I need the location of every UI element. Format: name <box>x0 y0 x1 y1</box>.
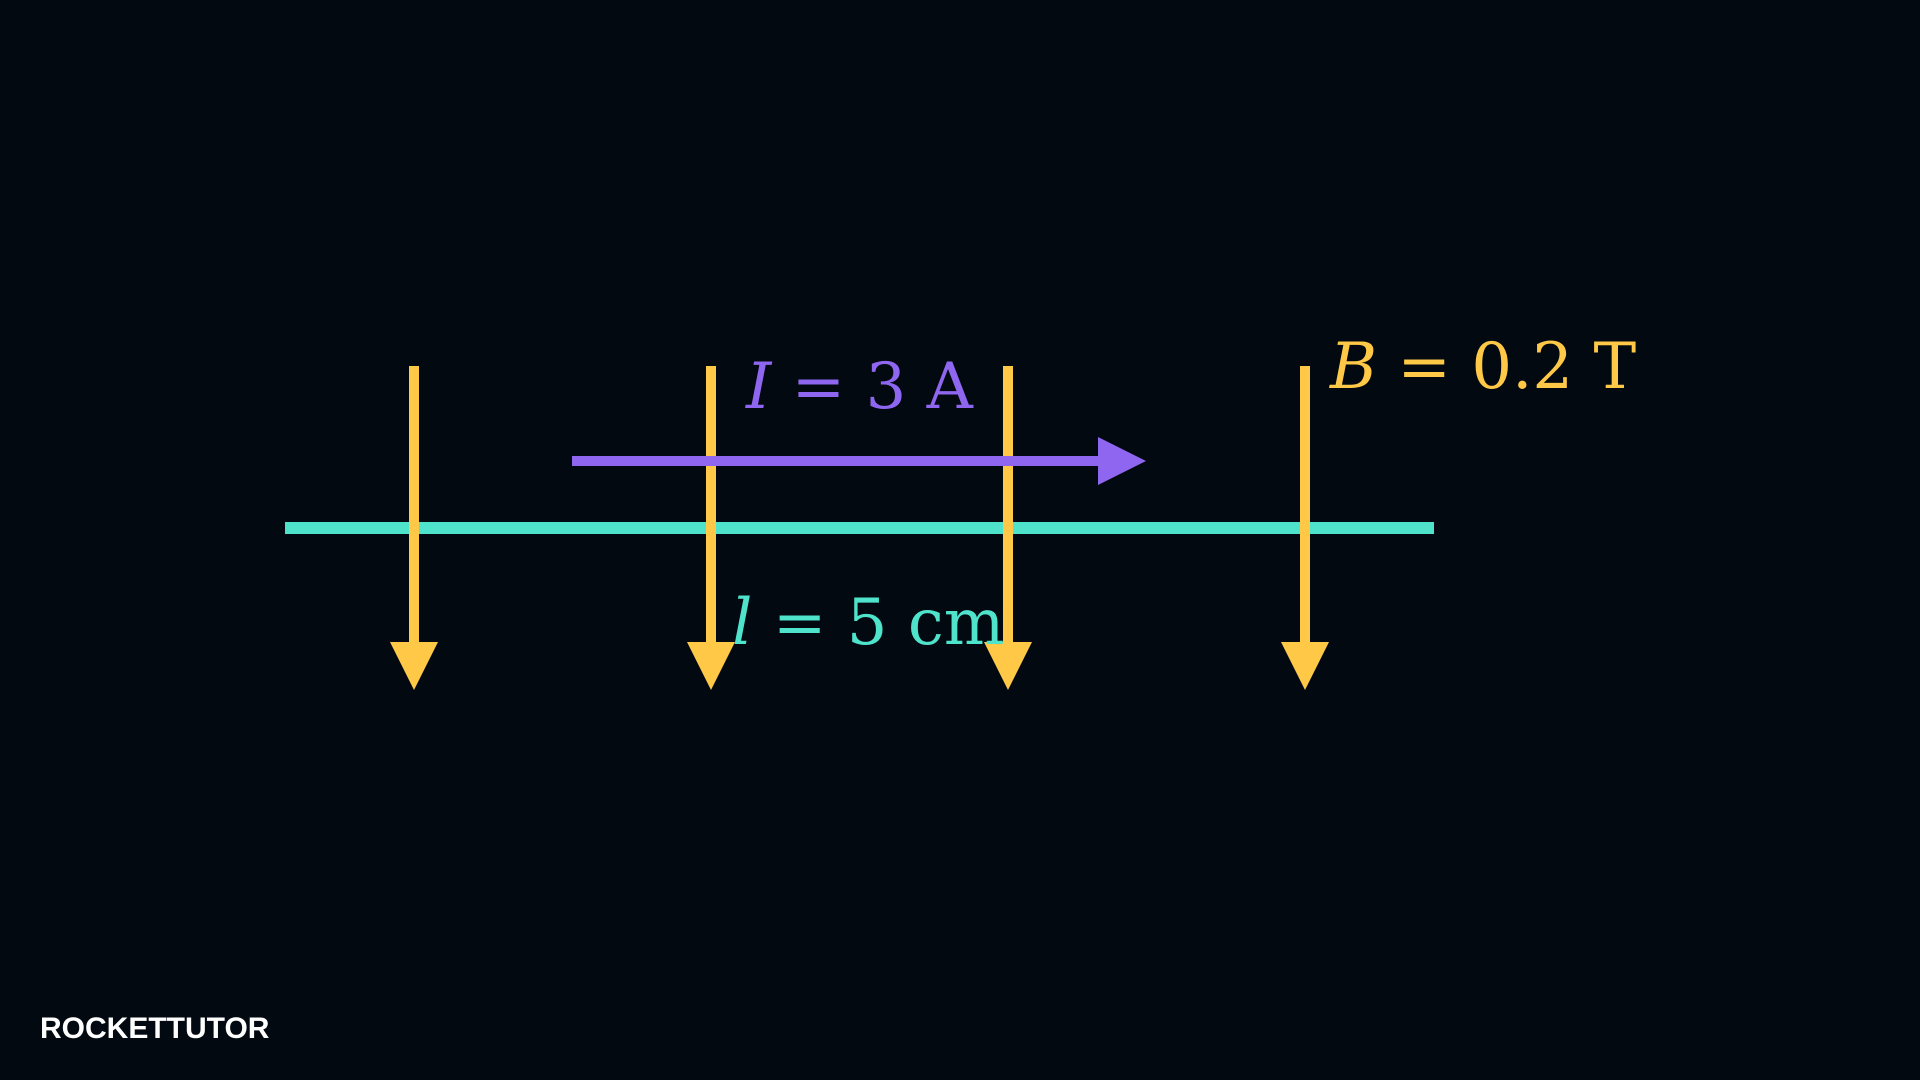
field-arrow <box>984 366 1032 690</box>
field-arrow <box>390 366 438 690</box>
rockettutor-logo: ROCKETTUTOR <box>40 1012 270 1045</box>
length-label: l = 5 cm <box>732 586 1004 660</box>
field-arrow <box>687 366 735 690</box>
field-symbol: B <box>1329 330 1377 404</box>
field-arrows <box>390 366 1329 690</box>
current-value: = 3 A <box>771 350 973 424</box>
length-value: = 5 cm <box>752 586 1004 660</box>
field-arrow <box>1281 366 1329 690</box>
current-label: I = 3 A <box>745 350 974 424</box>
current-arrow <box>572 437 1146 485</box>
field-label: B = 0.2 T <box>1329 330 1636 404</box>
length-symbol: l <box>732 586 752 660</box>
field-value: = 0.2 T <box>1377 330 1636 404</box>
current-symbol: I <box>745 350 773 424</box>
